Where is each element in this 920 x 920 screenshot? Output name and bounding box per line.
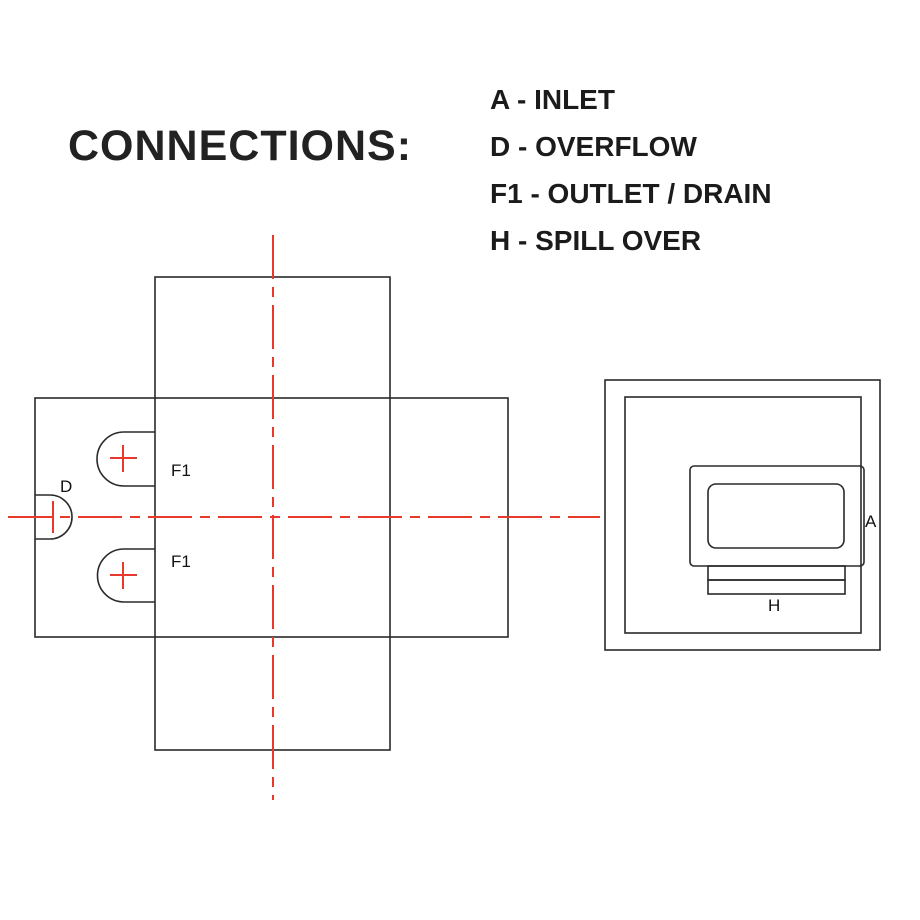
label-d: D [60,477,72,496]
legend-item-spill-over: H - SPILL OVER [490,225,702,256]
plan-view: F1 F1 D [8,235,600,800]
legend-item-inlet: A - INLET [490,84,615,115]
inlet-opening-outer [689,465,865,567]
side-inner-frame [624,396,862,634]
outlet-slot-top [96,431,155,487]
label-f1-bottom: F1 [171,552,191,571]
inlet-opening-inner [707,483,845,549]
side-outer-frame [604,379,881,651]
side-view: A H [604,379,881,651]
overflow-notch [35,494,73,540]
legend-item-outlet-drain: F1 - OUTLET / DRAIN [490,178,772,209]
label-h: H [768,596,780,615]
spill-over-strip-1 [707,565,846,581]
page-title: CONNECTIONS: [68,122,413,170]
label-f1-top: F1 [171,461,191,480]
spill-over-strip-2 [707,579,846,595]
outlet-slot-bottom [96,548,155,603]
label-a: A [865,512,877,531]
legend: A - INLET D - OVERFLOW F1 - OUTLET / DRA… [490,76,772,264]
legend-item-overflow: D - OVERFLOW [490,131,697,162]
center-marks [52,445,137,589]
